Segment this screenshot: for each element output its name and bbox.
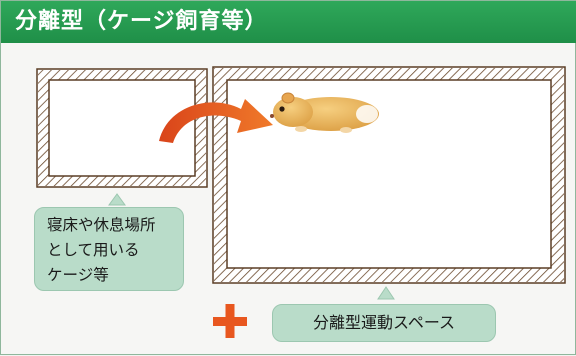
page-title: 分離型（ケージ飼育等） [15,9,268,34]
hamster-icon [270,92,379,133]
plus-icon [213,304,247,338]
small-cage-label: 寝床や休息場所 として用いる ケージ等 [34,207,184,291]
exercise-space-label: 分離型運動スペース [272,304,496,342]
title-bar: 分離型（ケージ飼育等） [1,1,576,43]
pointer-small-cage [108,193,126,206]
small-cage-label-line-3: ケージ等 [47,266,109,284]
curved-arrow-icon [159,99,273,143]
small-cage-label-line-1: 寝床や休息場所 [47,216,156,234]
large-exercise-space [212,66,566,284]
pointer-large-space [377,286,395,300]
small-cage-label-line-2: として用いる [47,241,140,259]
